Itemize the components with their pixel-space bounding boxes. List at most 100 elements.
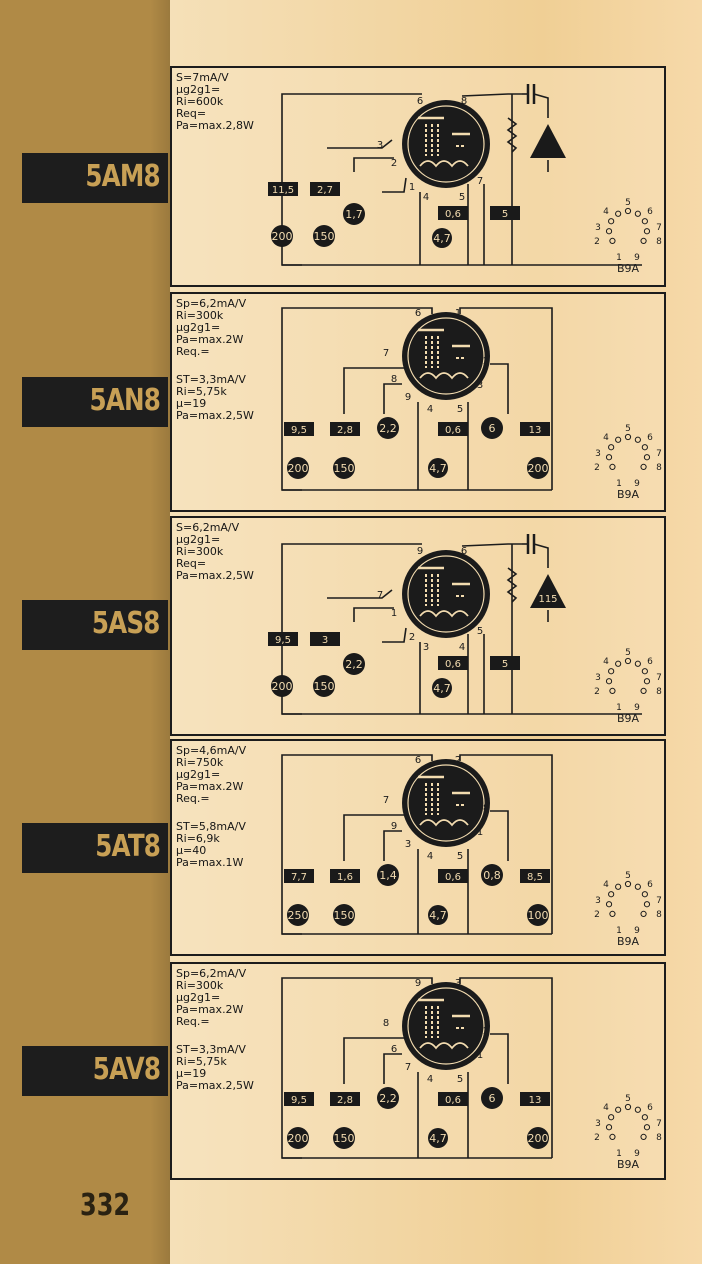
value-box-label: 7,7 <box>291 872 307 883</box>
value-box <box>490 656 520 670</box>
base-pin <box>615 436 622 443</box>
base-number: 2 <box>594 687 600 697</box>
base-pin <box>643 901 651 908</box>
panel-5at8: Sp=4,6mA/V Ri=750k µg2g1= Pa=max.2W Req.… <box>170 739 666 956</box>
pin-label: 1 <box>455 308 461 319</box>
base-pin <box>609 463 616 470</box>
voltage-circle <box>527 457 549 479</box>
value-box-label: 2,8 <box>337 425 353 436</box>
base-pin <box>641 444 648 451</box>
tube-inner-ring <box>407 555 485 633</box>
spec-line: µg2g1= <box>176 83 221 96</box>
base-number: 9 <box>634 703 640 713</box>
spec-line: Ri=300k <box>176 309 224 322</box>
tube-heater <box>419 160 469 168</box>
base-number: 9 <box>634 926 640 936</box>
base-number: 8 <box>656 463 662 473</box>
voltage-circle <box>428 1128 448 1148</box>
base-type-label: B9A <box>617 488 640 501</box>
wire <box>490 810 509 861</box>
voltage-circle <box>343 653 365 675</box>
wire <box>382 177 407 193</box>
wire <box>461 543 522 547</box>
wire <box>383 1053 402 1084</box>
value-box <box>284 869 314 883</box>
pin-label: 4 <box>423 192 429 203</box>
value-box <box>520 869 550 883</box>
spec-line: ST=5,8mA/V <box>176 820 246 833</box>
voltage-circle <box>333 1127 355 1149</box>
base-type-label: B9A <box>617 1158 640 1171</box>
wire <box>327 589 393 599</box>
value-box-label: 0,6 <box>445 872 461 883</box>
base-number: 7 <box>656 223 662 233</box>
value-box-label: 9,5 <box>291 425 307 436</box>
base-number: 5 <box>625 648 631 658</box>
pin-label: 9 <box>405 392 411 403</box>
base-number: 9 <box>634 253 640 263</box>
spec-line: µg2g1= <box>176 991 221 1004</box>
pin-label: 7 <box>383 795 389 806</box>
pin-label: 6 <box>415 308 421 319</box>
spec-line: µg2g1= <box>176 768 221 781</box>
voltage-circle <box>432 678 452 698</box>
voltage-circle-label: 4,7 <box>429 462 447 475</box>
base-number: 7 <box>656 449 662 459</box>
voltage-circle-label: 1,7 <box>345 208 363 221</box>
base-number: 9 <box>634 1149 640 1159</box>
wire <box>459 307 553 490</box>
voltage-circle-label: 6 <box>489 422 496 435</box>
spec-line: S=7mA/V <box>176 71 229 84</box>
base-pin <box>640 463 647 470</box>
base-pin <box>640 910 647 917</box>
spec-line: Req.= <box>176 1015 210 1028</box>
base-number: 3 <box>595 449 601 459</box>
base-type-label: B9A <box>617 262 640 275</box>
wire <box>490 363 509 414</box>
pin-label: 1 <box>391 608 397 619</box>
voltage-circle-label: 4,7 <box>429 1132 447 1145</box>
value-box-label: 0,6 <box>445 425 461 436</box>
pin-label: 7 <box>377 590 383 601</box>
wire <box>459 977 553 1158</box>
base-number: 7 <box>656 1119 662 1129</box>
base-pin <box>608 1114 615 1121</box>
value-box-label: 5 <box>502 659 508 670</box>
voltage-circle-label: 150 <box>334 909 355 922</box>
pin-label: 5 <box>457 404 463 415</box>
voltage-circle-label: 200 <box>272 230 293 243</box>
tab-5at8: 5AT8 <box>22 823 168 873</box>
base-pin <box>608 668 615 675</box>
pin-label: 3 <box>455 978 461 989</box>
base-number: 8 <box>656 1133 662 1143</box>
voltage-circle <box>481 1087 503 1109</box>
base-pin <box>640 237 647 244</box>
base-pin <box>641 668 648 675</box>
base-number: 1 <box>616 1149 622 1159</box>
value-box <box>438 206 468 220</box>
base-number: 7 <box>656 673 662 683</box>
base-pin <box>643 678 651 685</box>
spec-line: Ri=300k <box>176 979 224 992</box>
voltage-circle <box>287 1127 309 1149</box>
value-box <box>268 182 298 196</box>
spec-line: Pa=max.2,8W <box>176 119 254 132</box>
voltage-circle-label: 6 <box>489 1092 496 1105</box>
value-box <box>520 1092 550 1106</box>
spec-line: Pa=max.2W <box>176 333 244 346</box>
value-box <box>330 869 360 883</box>
tab-label: 5AM8 <box>85 159 161 194</box>
pin-label: 4 <box>427 404 433 415</box>
pin-label: 8 <box>391 374 397 385</box>
panel-5an8: Sp=6,2mA/V Ri=300k µg2g1= Pa=max.2W Req.… <box>170 292 666 512</box>
pin-label: 7 <box>383 348 389 359</box>
spec-line: Ri=750k <box>176 756 224 769</box>
base-number: 2 <box>594 1133 600 1143</box>
panel-5am8: S=7mA/V µg2g1= Ri=600k Req= Pa=max.2,8W … <box>170 66 666 287</box>
voltage-circle-label: 100 <box>528 909 549 922</box>
pin-label: 5 <box>477 626 483 637</box>
